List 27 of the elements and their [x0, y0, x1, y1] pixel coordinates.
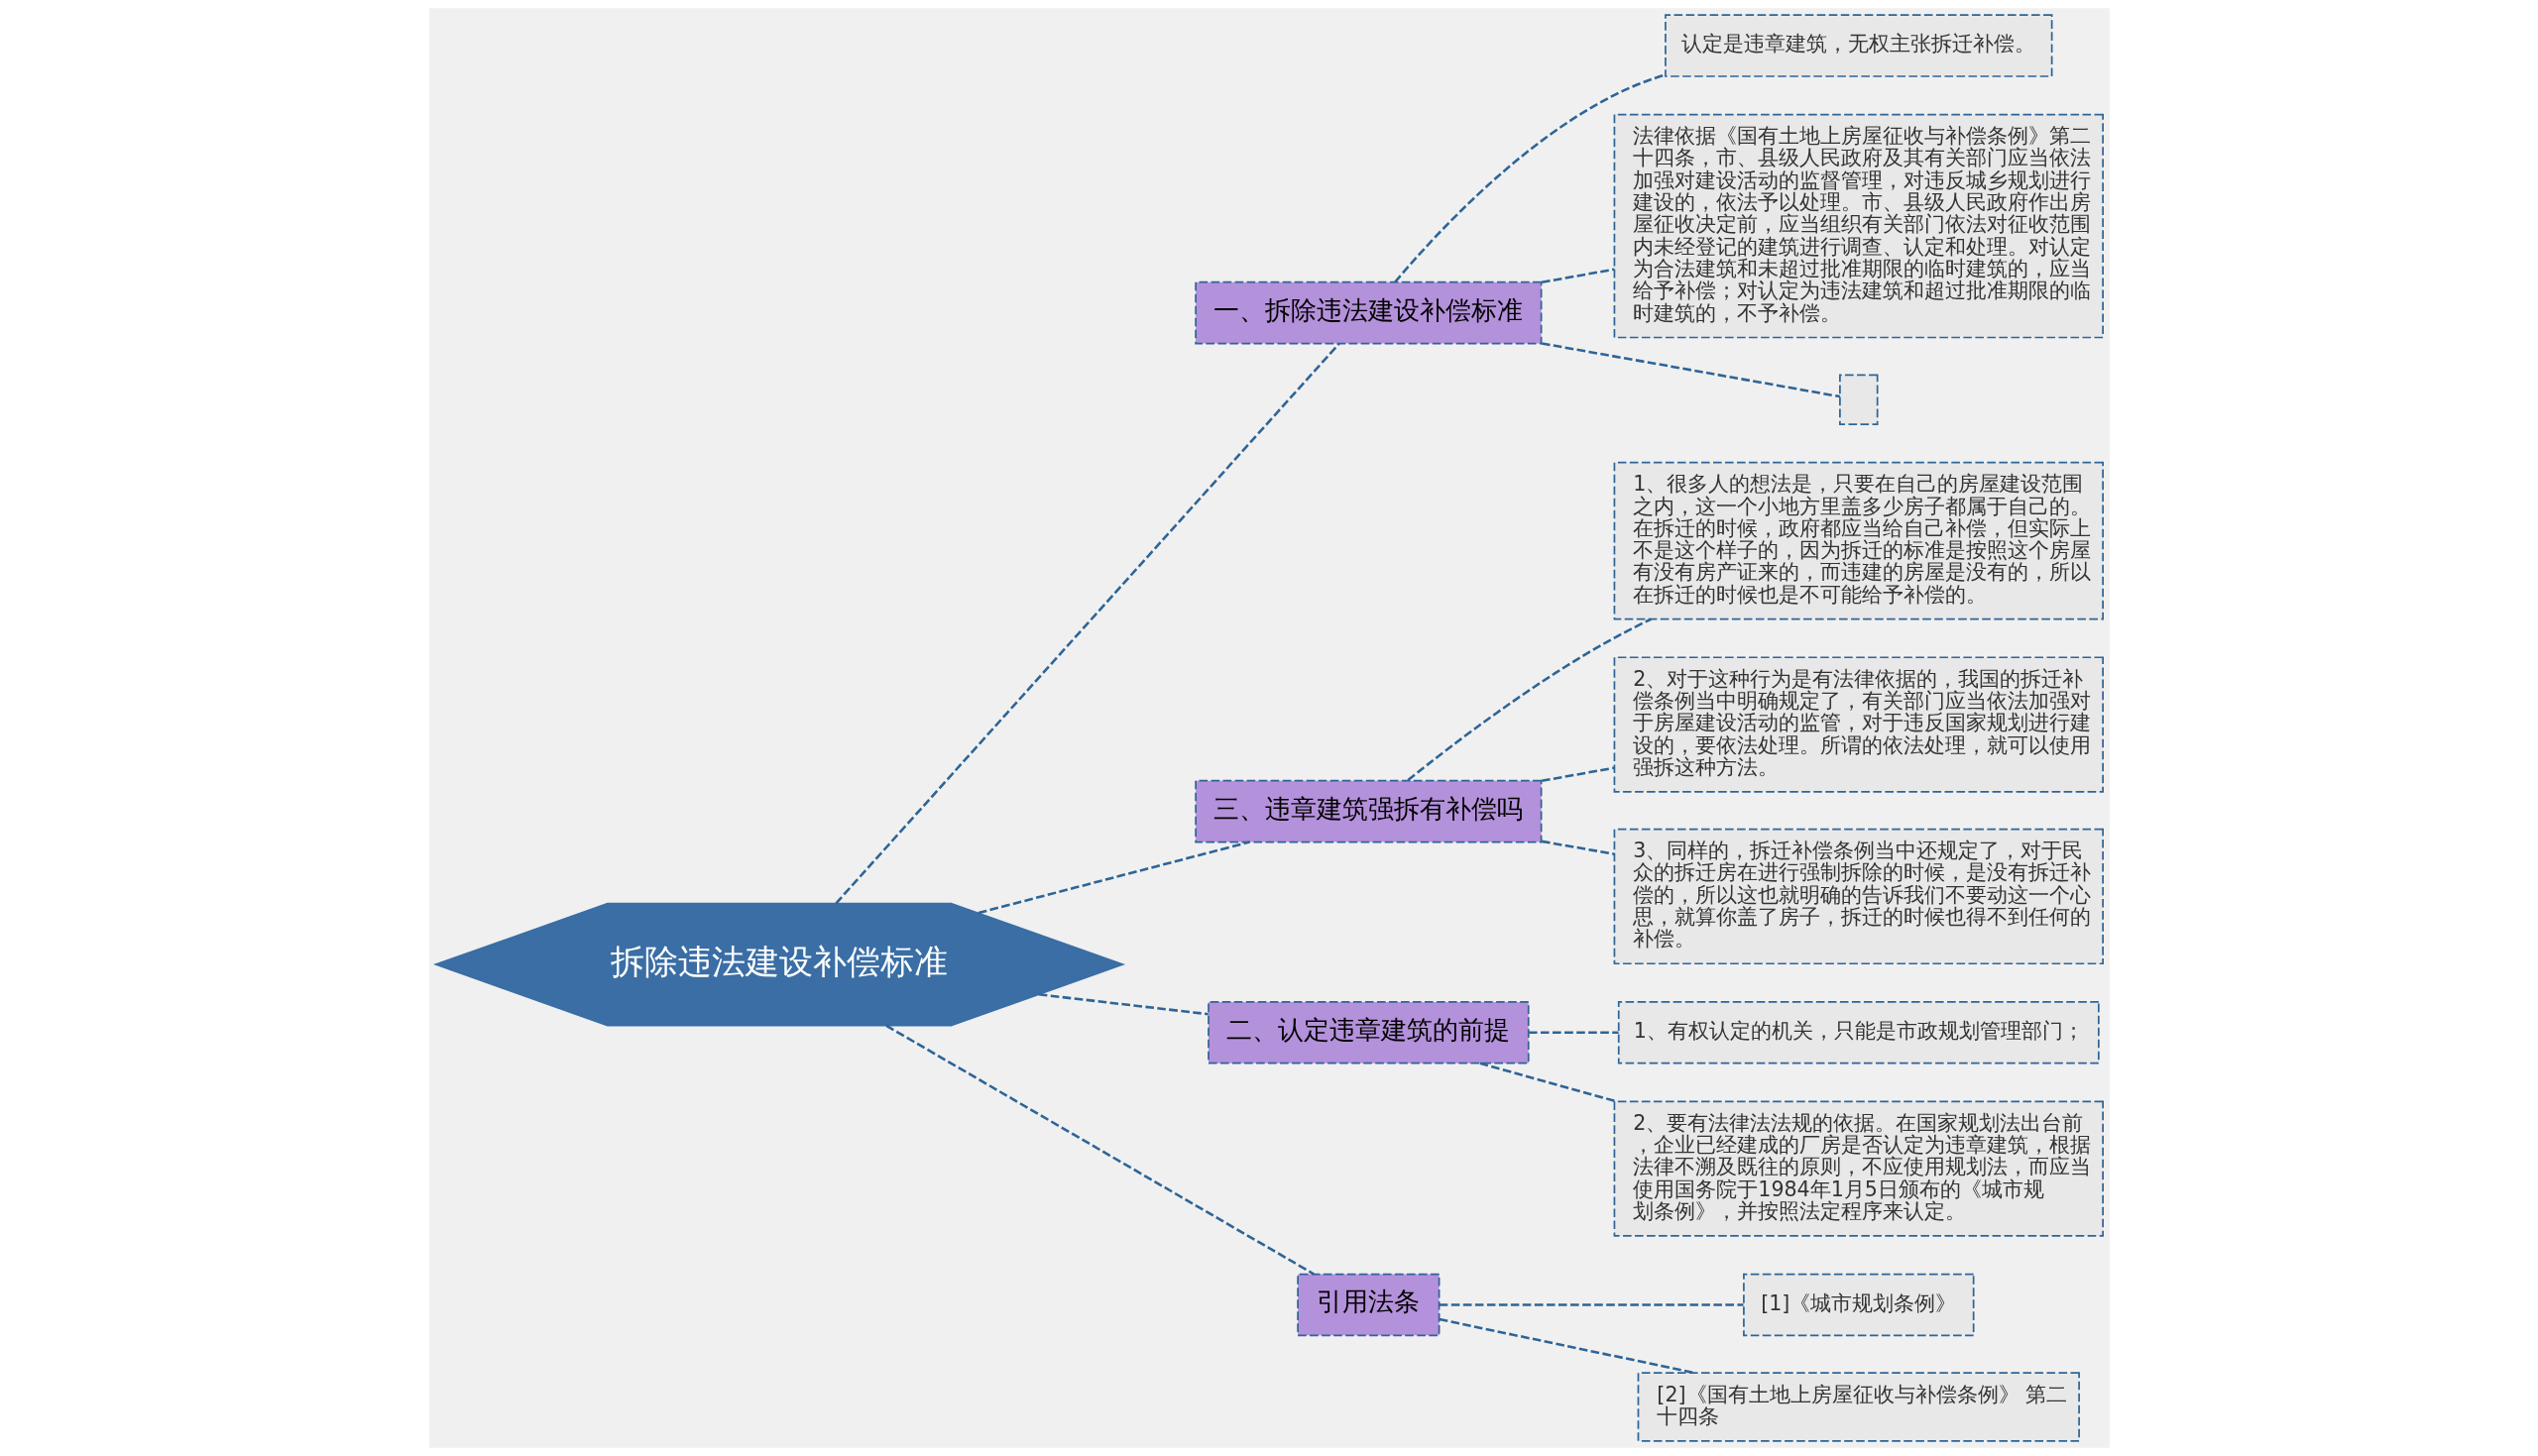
node-box: 引用法条	[1296, 1273, 1440, 1337]
connector	[1479, 1062, 1617, 1103]
connector	[1439, 1303, 1743, 1306]
connector	[1528, 1031, 1619, 1035]
connector	[1439, 1317, 1694, 1375]
connector	[1038, 993, 1209, 1016]
connector	[1541, 840, 1615, 855]
node-box: 一、拆除违法建设补偿标准	[1194, 280, 1542, 345]
node-box	[1838, 374, 1879, 425]
node-box: 1、很多人的想法是，只要在自己的房屋建设范围之内，这一个小地方里盖多少房子都属于自己的。在拆迁的时候，政府都应当给自己补偿，但实际上不是这个样子的，因为拆迁的标准是按照这个房屋有没有房产证来的，而违建的房屋是没有的，所以在拆迁的时候也是不可能给予补偿的。	[1613, 461, 2104, 620]
connector	[1541, 342, 1840, 398]
node-box: 2、要有法律法法规的依据。在国家规划法出台前，企业已经建成的厂房是否认定为违章建筑，根据法律不溯及既往的原则，不应使用规划法，而应当使用国务院于1984年1月5日颁布的《城市规划条例》，并按照法定程序来认定。	[1613, 1100, 2104, 1237]
node-box: 2、对于这种行为是有法律依据的，我国的拆迁补偿条例当中明确规定了，有关部门应当依法加强对于房屋建设活动的监管，对于违反国家规划进行建设的，要依法处理。所谓的依法处理，就可以使用强拆这种方法。	[1613, 656, 2104, 793]
node-box: 1、有权认定的机关，只能是市政规划管理部门；	[1617, 1001, 2100, 1064]
node-box: 三、违章建筑强拆有补偿吗	[1194, 779, 1542, 843]
connector	[884, 1024, 1315, 1276]
connector	[834, 342, 1340, 905]
connector	[1393, 73, 1666, 283]
node-box: [1]《城市规划条例》	[1742, 1273, 1974, 1337]
connector	[1541, 766, 1615, 783]
node-box: 认定是违章建筑，无权主张拆迁补偿。	[1664, 14, 2052, 77]
node-box: 3、同样的，拆迁补偿条例当中还规定了，对于民众的拆迁房在进行强制拆除的时候，是没有拆迁补偿的，所以这也就明确的告诉我们不要动这一个心思，就算你盖了房子，拆迁的时候也得不到任何的补偿。	[1613, 828, 2104, 965]
node-box: 法律依据《国有土地上房屋征收与补偿条例》第二十四条，市、县级人民政府及其有关部门应当依法加强对建设活动的监督管理，对违反城乡规划进行建设的，依法予以处理。市、县级人民政府作出房屋征收决定前，应当组织有关部门依法对征收范围内未经登记的建筑进行调查、认定和处理。对认定为合法建筑和未超过批准期限的临时建筑的，应当给予补偿；对认定为违法建筑和超过批准期限的临时建筑的，不予补偿。	[1613, 113, 2104, 339]
node-box: 二、认定违章建筑的前提	[1207, 1001, 1530, 1064]
node-box: [2]《国有土地上房屋征收与补偿条例》 第二十四条	[1637, 1372, 2080, 1442]
connector	[978, 840, 1250, 915]
connector	[1541, 268, 1615, 284]
